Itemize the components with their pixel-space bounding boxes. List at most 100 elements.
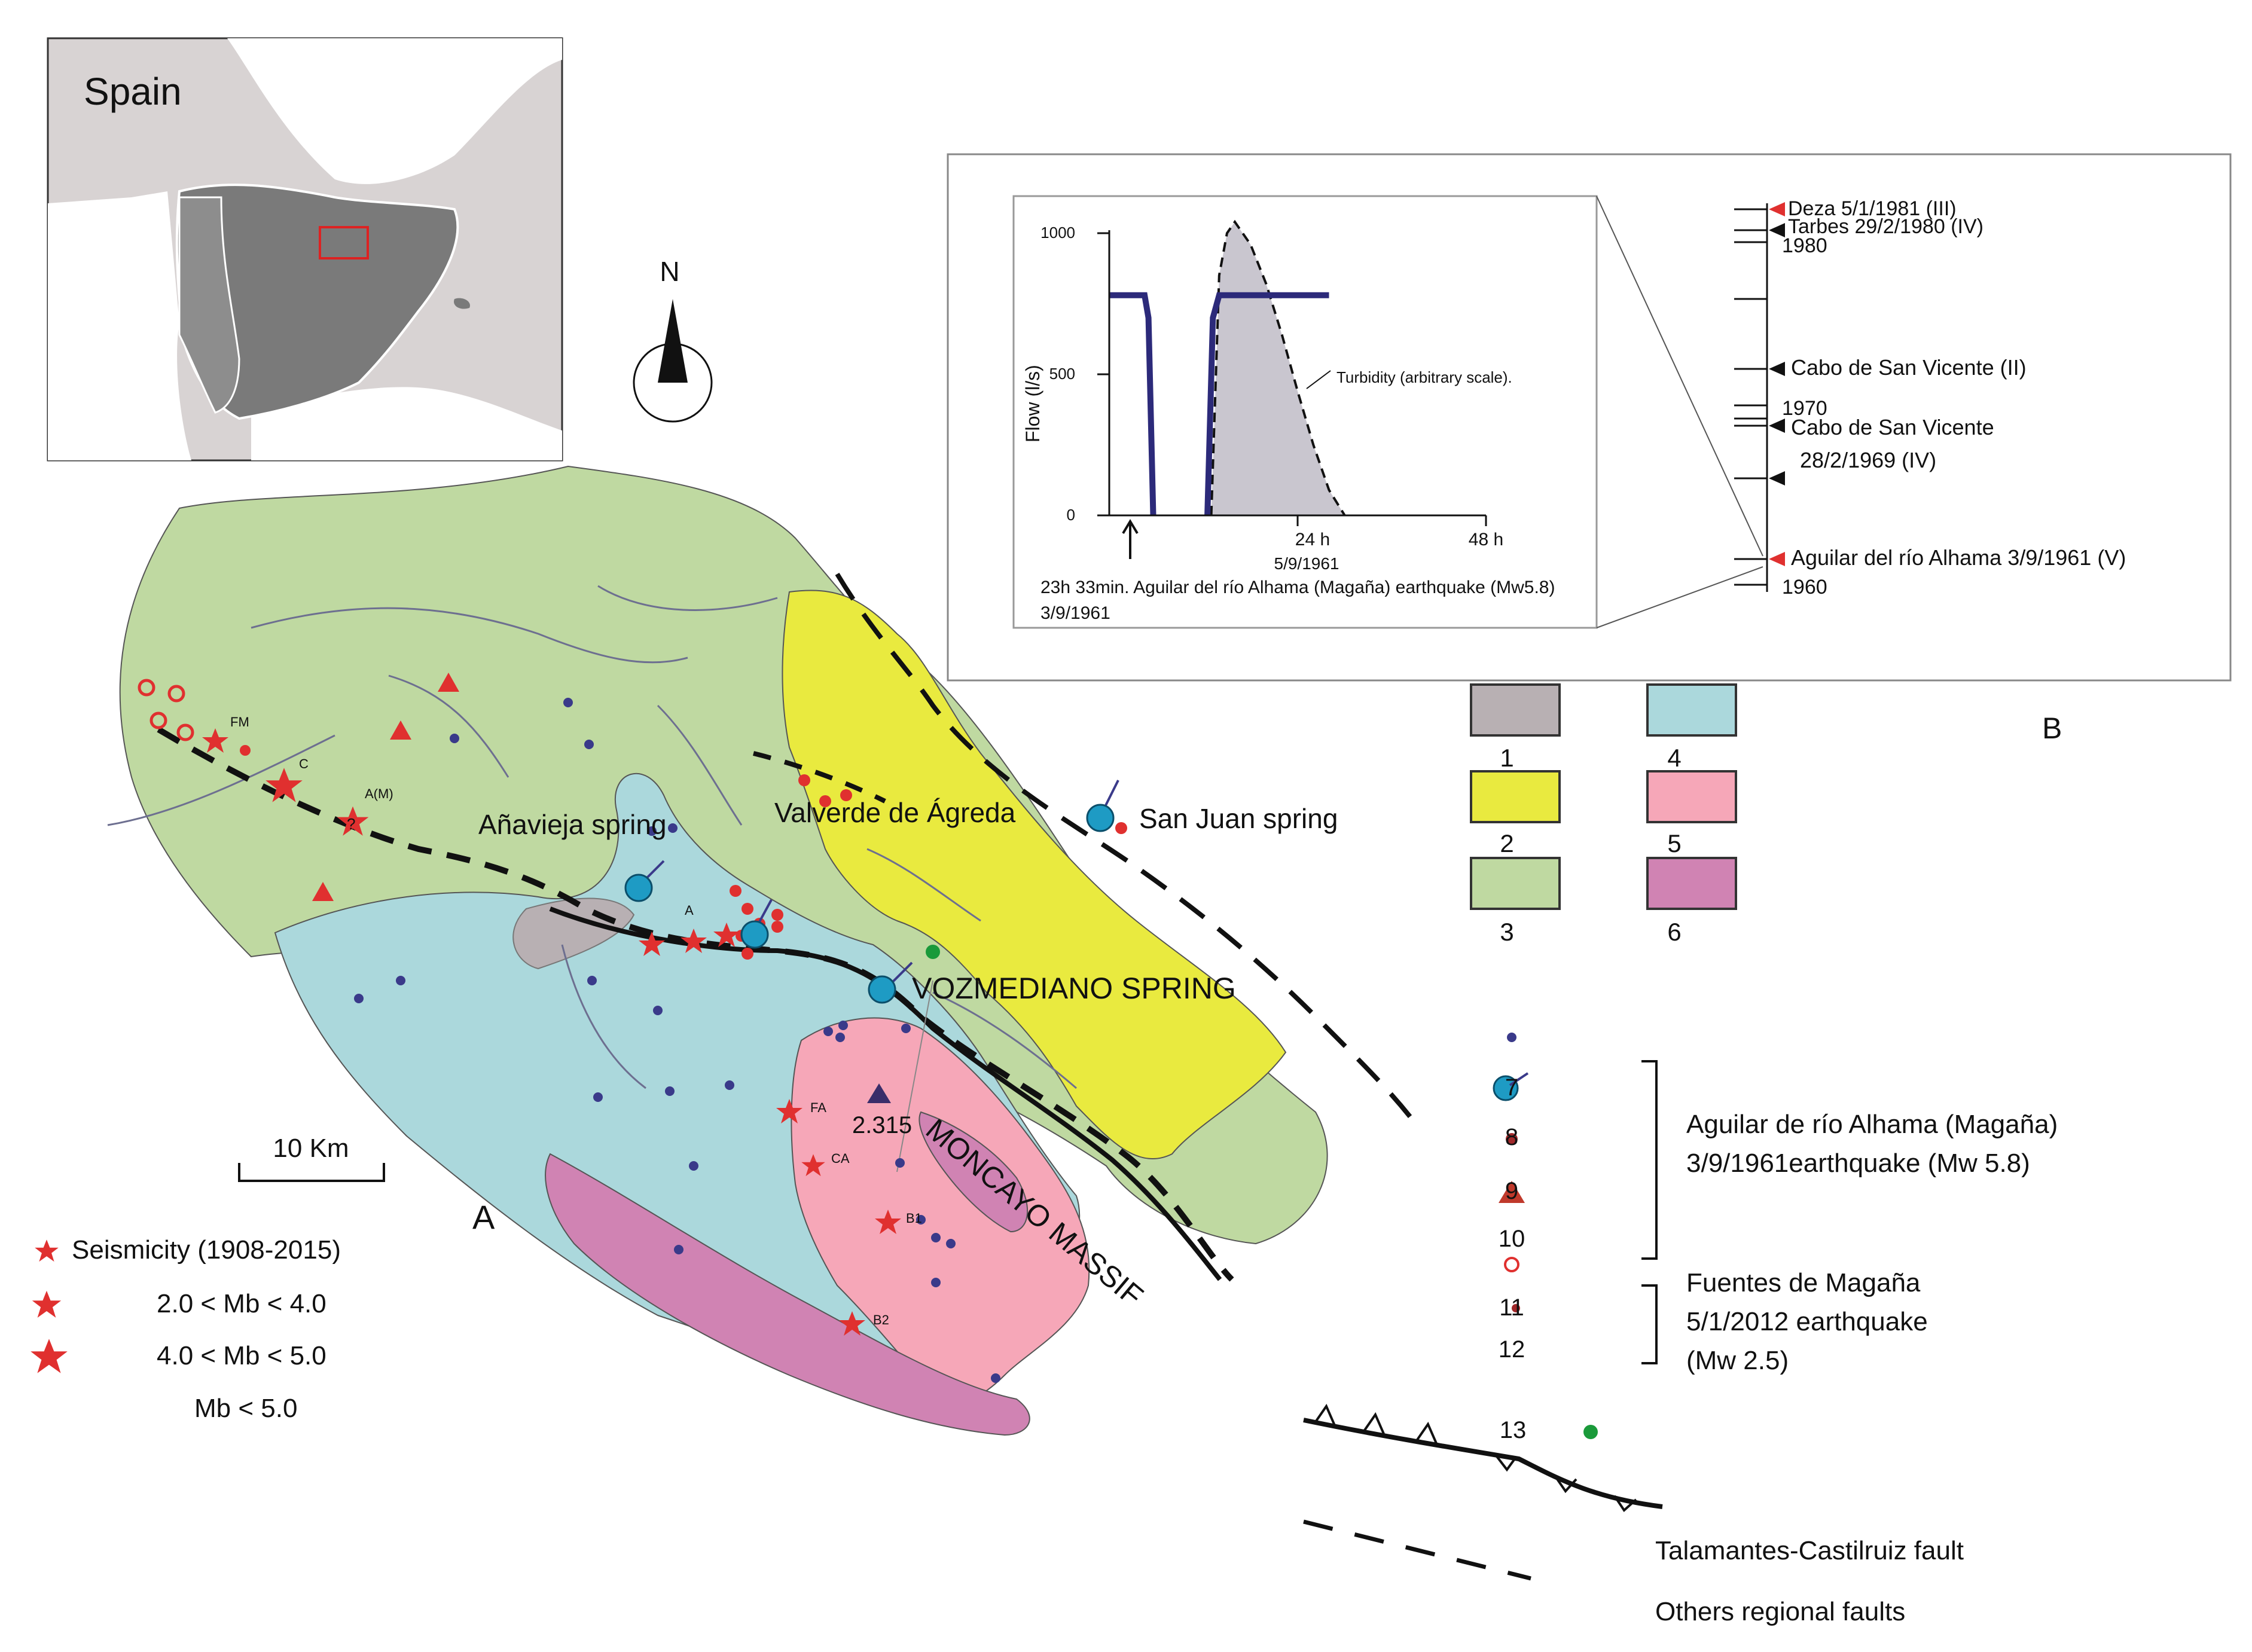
timeline-marker-cabo-1 (1769, 362, 1785, 376)
unit-5-label: 5 (1667, 829, 1681, 857)
y-tick-0: 0 (1067, 506, 1075, 524)
legend-star-medium (32, 1290, 62, 1318)
peak-triangle (867, 1083, 891, 1103)
legend-small-dot-icon (1512, 1304, 1520, 1312)
legend-thrust-teeth (1314, 1403, 1637, 1513)
flow-chart: 1000 500 0 Flow (l/s) 24 h 48 h 5/9/1961… (1022, 219, 1555, 623)
legend-star-small (35, 1239, 59, 1262)
symbol-legend: 7 8 9 10 11 12 13 Aguilar de río Alhama … (1303, 1033, 2058, 1626)
earthquake-arrow-icon (1122, 519, 1139, 559)
turbidity-curve (1210, 219, 1346, 517)
legend-num-9: 9 (1505, 1178, 1518, 1204)
peak-value-label: 2.315 (852, 1112, 912, 1138)
zoom-line-bottom (1596, 566, 1763, 628)
red-triangles (312, 673, 459, 901)
unit-4-swatch (1646, 683, 1737, 737)
legend-thrust-line (1303, 1418, 1663, 1509)
fault-2-label: Others regional faults (1655, 1597, 1905, 1626)
legend-blue-dot-icon (1507, 1033, 1516, 1042)
seismicity-title: Seismicity (1908-2015) (72, 1235, 341, 1265)
unit-2-label: 2 (1500, 829, 1513, 857)
star-b2 (839, 1311, 865, 1336)
timeline-year-1970: 1970 (1782, 397, 1827, 420)
inset-country-label: Spain (84, 70, 182, 113)
label-ca: CA (831, 1151, 850, 1166)
legend-spring-arrow-icon (1509, 1072, 1529, 1086)
open-circles (138, 679, 194, 741)
timeline-year-1980: 1980 (1782, 234, 1827, 257)
label-a: A (685, 903, 694, 918)
timeline-ticks (1734, 208, 1767, 586)
unit-6-patch (919, 1111, 1029, 1233)
timeline-marker-tarbes (1769, 223, 1785, 237)
bracket-1961 (1641, 1060, 1658, 1260)
bracket-2012 (1641, 1284, 1658, 1364)
label-am: A(M) (365, 786, 393, 801)
unit-6-area (545, 1153, 1030, 1436)
flow-series-1 (1109, 292, 1156, 516)
regional-fault-dashed (835, 572, 1414, 1120)
x-tick-24h: 24 h (1295, 530, 1330, 549)
timeline-event-cabo-2-date: 28/2/1969 (IV) (1800, 448, 1936, 472)
label-c: C (299, 756, 309, 771)
timeline-event-deza: Deza 5/1/1981 (III) (1788, 197, 1957, 220)
star-a2 (681, 929, 707, 953)
legend-dashed-fault (1303, 1519, 1531, 1581)
unit-3-area (119, 465, 1328, 1245)
timeline-event-cabo-2: Cabo de San Vicente (1791, 415, 1994, 439)
x-sub-label: 5/9/1961 (1274, 554, 1339, 573)
legend-num-10: 10 (1499, 1226, 1525, 1252)
turbidity-annotation: Turbidity (arbitrary scale). (1336, 368, 1512, 386)
legend-num-7: 7 (1505, 1074, 1518, 1101)
geological-map: Añavieja spring Valverde de Ágreda San J… (107, 465, 1414, 1436)
regional-fault-short (753, 751, 886, 804)
timeline: Deza 5/1/1981 (III) Tarbes 29/2/1980 (IV… (1734, 197, 2126, 598)
star-fm (202, 728, 228, 753)
unit-1-swatch (1470, 683, 1561, 737)
unit-2-swatch (1470, 770, 1561, 823)
zoom-line-top (1596, 196, 1763, 557)
x-ticks (1296, 515, 1487, 526)
inset-sea-south (251, 387, 562, 460)
lithology-legend: 1 2 3 4 5 6 (1470, 683, 1737, 946)
north-label: N (660, 256, 679, 287)
panel-b: 1000 500 0 Flow (l/s) 24 h 48 h 5/9/1961… (947, 153, 2232, 682)
unit-6-label: 6 (1667, 918, 1681, 946)
drainage-lines (107, 585, 1077, 1089)
springs (624, 780, 1119, 1004)
valverde-spring-marker (740, 920, 769, 949)
thrust-fault (549, 906, 1222, 1281)
star-ca (801, 1154, 825, 1177)
earthquake-markers (202, 728, 901, 1336)
panel-a-label: A (472, 1198, 495, 1236)
unit-6-swatch (1646, 857, 1737, 910)
san-juan-label: San Juan spring (1139, 803, 1338, 834)
balearic-islands (454, 298, 470, 309)
inset-sea-north (48, 38, 562, 184)
legend-num-8: 8 (1505, 1124, 1518, 1150)
valverde-label: Valverde de Ágreda (774, 797, 1016, 828)
vozmediano-label: VOZMEDIANO SPRING (912, 972, 1236, 1005)
legend-num-13: 13 (1500, 1417, 1527, 1443)
event-1961-name: Aguilar de río Alhama (Magaña) (1686, 1110, 2058, 1139)
flow-series-2 (1204, 292, 1329, 516)
vozmediano-spring-marker (868, 975, 896, 1004)
seismicity-row-1: 2.0 < Mb < 4.0 (157, 1289, 326, 1318)
panel-b-label: B (2042, 712, 2062, 745)
label-b1: B1 (906, 1211, 922, 1226)
timeline-event-aguilar: Aguilar del río Alhama 3/9/1961 (V) (1791, 545, 2126, 570)
san-juan-spring-marker (1086, 804, 1115, 832)
north-arrow: N (633, 256, 713, 423)
timeline-marker-deza (1769, 202, 1785, 216)
chart-caption-1: 23h 33min. Aguilar del río Alhama (Magañ… (1040, 578, 1555, 597)
legend-spring-icon (1493, 1075, 1519, 1101)
star-a3 (713, 923, 740, 947)
unit-5-area (791, 1017, 1090, 1403)
anavieja-spring-marker (624, 874, 653, 902)
legend-triangle-icon (1499, 1181, 1525, 1203)
flow-chart-frame (1012, 195, 1598, 629)
star-am (337, 806, 369, 836)
damage-markers (138, 673, 1127, 1383)
inset-map: Spain (47, 37, 563, 462)
label-fa: FA (810, 1100, 826, 1115)
